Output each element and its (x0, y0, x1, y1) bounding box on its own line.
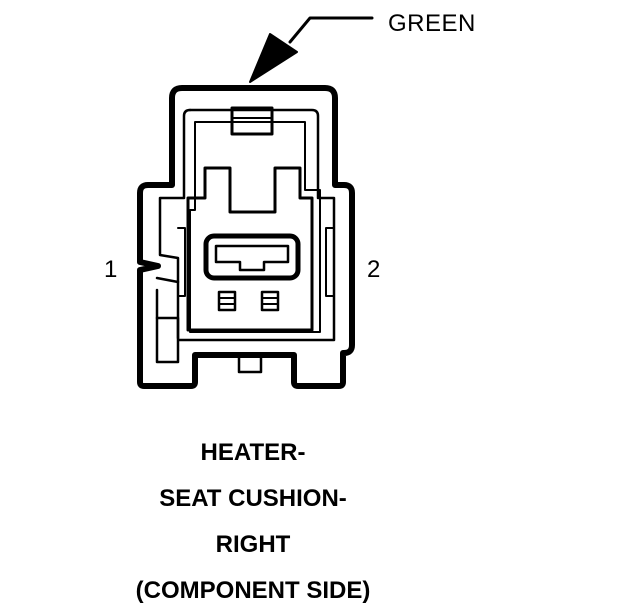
leader-line (288, 16, 374, 44)
terminal-cavity (203, 233, 301, 281)
pin-1-terminal (217, 290, 237, 312)
connector-housing-inner (155, 108, 336, 364)
caption-line-3: RIGHT (215, 531, 291, 558)
housing-left-lower-pocket (155, 276, 180, 320)
pin-1-label: 1 (104, 256, 118, 283)
connector-housing-outer (137, 85, 355, 389)
bottom-tab (237, 352, 263, 374)
side-bump-right (325, 227, 335, 297)
terminal-cavity-key (214, 244, 290, 272)
side-bump-left (177, 227, 186, 297)
caption-line-4: (COMPONENT SIDE) (135, 577, 371, 604)
connector-housing-wall (189, 121, 321, 333)
pin-2-label: 2 (367, 256, 381, 283)
wire-color-label: GREEN (388, 10, 476, 37)
pin-2-terminal (260, 290, 280, 312)
top-latch-tab (230, 106, 274, 136)
arrow-head (249, 33, 298, 83)
caption-line-1: HEATER- (200, 439, 306, 466)
connector-housing-inner-left (158, 108, 192, 340)
connector-caption: HEATER- SEAT CUSHION- RIGHT (COMPONENT S… (0, 430, 506, 614)
connector-diagram (137, 16, 374, 389)
connector-lock (186, 166, 314, 332)
caption-line-2: SEAT CUSHION- (159, 485, 347, 512)
